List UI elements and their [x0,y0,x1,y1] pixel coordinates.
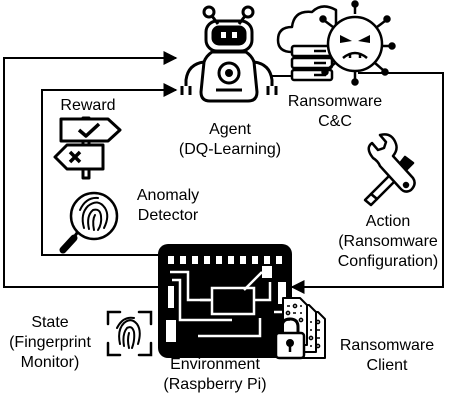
locked-binary-files-icon [274,297,326,360]
agent-name: Agent [209,121,251,138]
cloud-virus-server-icon [276,0,396,86]
reward-name: Reward [60,97,116,114]
cnc-subtitle: C&C [318,113,352,130]
client-label: Ransomware Client [332,336,442,376]
anomaly-subtitle: Detector [137,207,199,224]
agent-label: Agent (DQ-Learning) [175,120,285,160]
fingerprint-magnifier-icon [59,191,119,254]
state-label: State (Fingerprint Monitor) [2,313,98,373]
client-subtitle: Client [366,357,408,374]
action-line2: (Ransomware [338,233,438,250]
state-to-agent-arrow [3,51,178,288]
state-line3: Monitor) [20,354,80,371]
fingerprint-scan-icon [106,310,153,357]
connectors [3,51,444,294]
cnc-to-environment-action-arrow [290,72,444,294]
wrench-screwdriver-icon [363,133,416,207]
circuit-board-icon [158,244,292,358]
agent-subtitle: (DQ-Learning) [178,141,282,158]
signpost-check-cross-icon [53,116,122,180]
robot-icon [180,5,278,103]
state-line2: (Fingerprint [9,334,91,351]
environment-name: Environment [170,356,260,373]
reward-label: Reward [48,96,128,116]
reward-to-agent-arrow [41,83,178,256]
client-name: Ransomware [339,337,435,354]
cnc-label: Ransomware C&C [275,92,395,132]
cnc-name: Ransomware [287,93,383,110]
environment-label: Environment (Raspberry Pi) [150,355,280,395]
anomaly-name: Anomaly [136,187,200,204]
action-name: Action [365,213,411,230]
anomaly-label: Anomaly Detector [118,186,218,226]
state-name: State [31,314,69,331]
action-line3: Configuration) [337,253,439,270]
environment-subtitle: (Raspberry Pi) [163,376,267,393]
action-label: Action (Ransomware Configuration) [326,212,450,272]
